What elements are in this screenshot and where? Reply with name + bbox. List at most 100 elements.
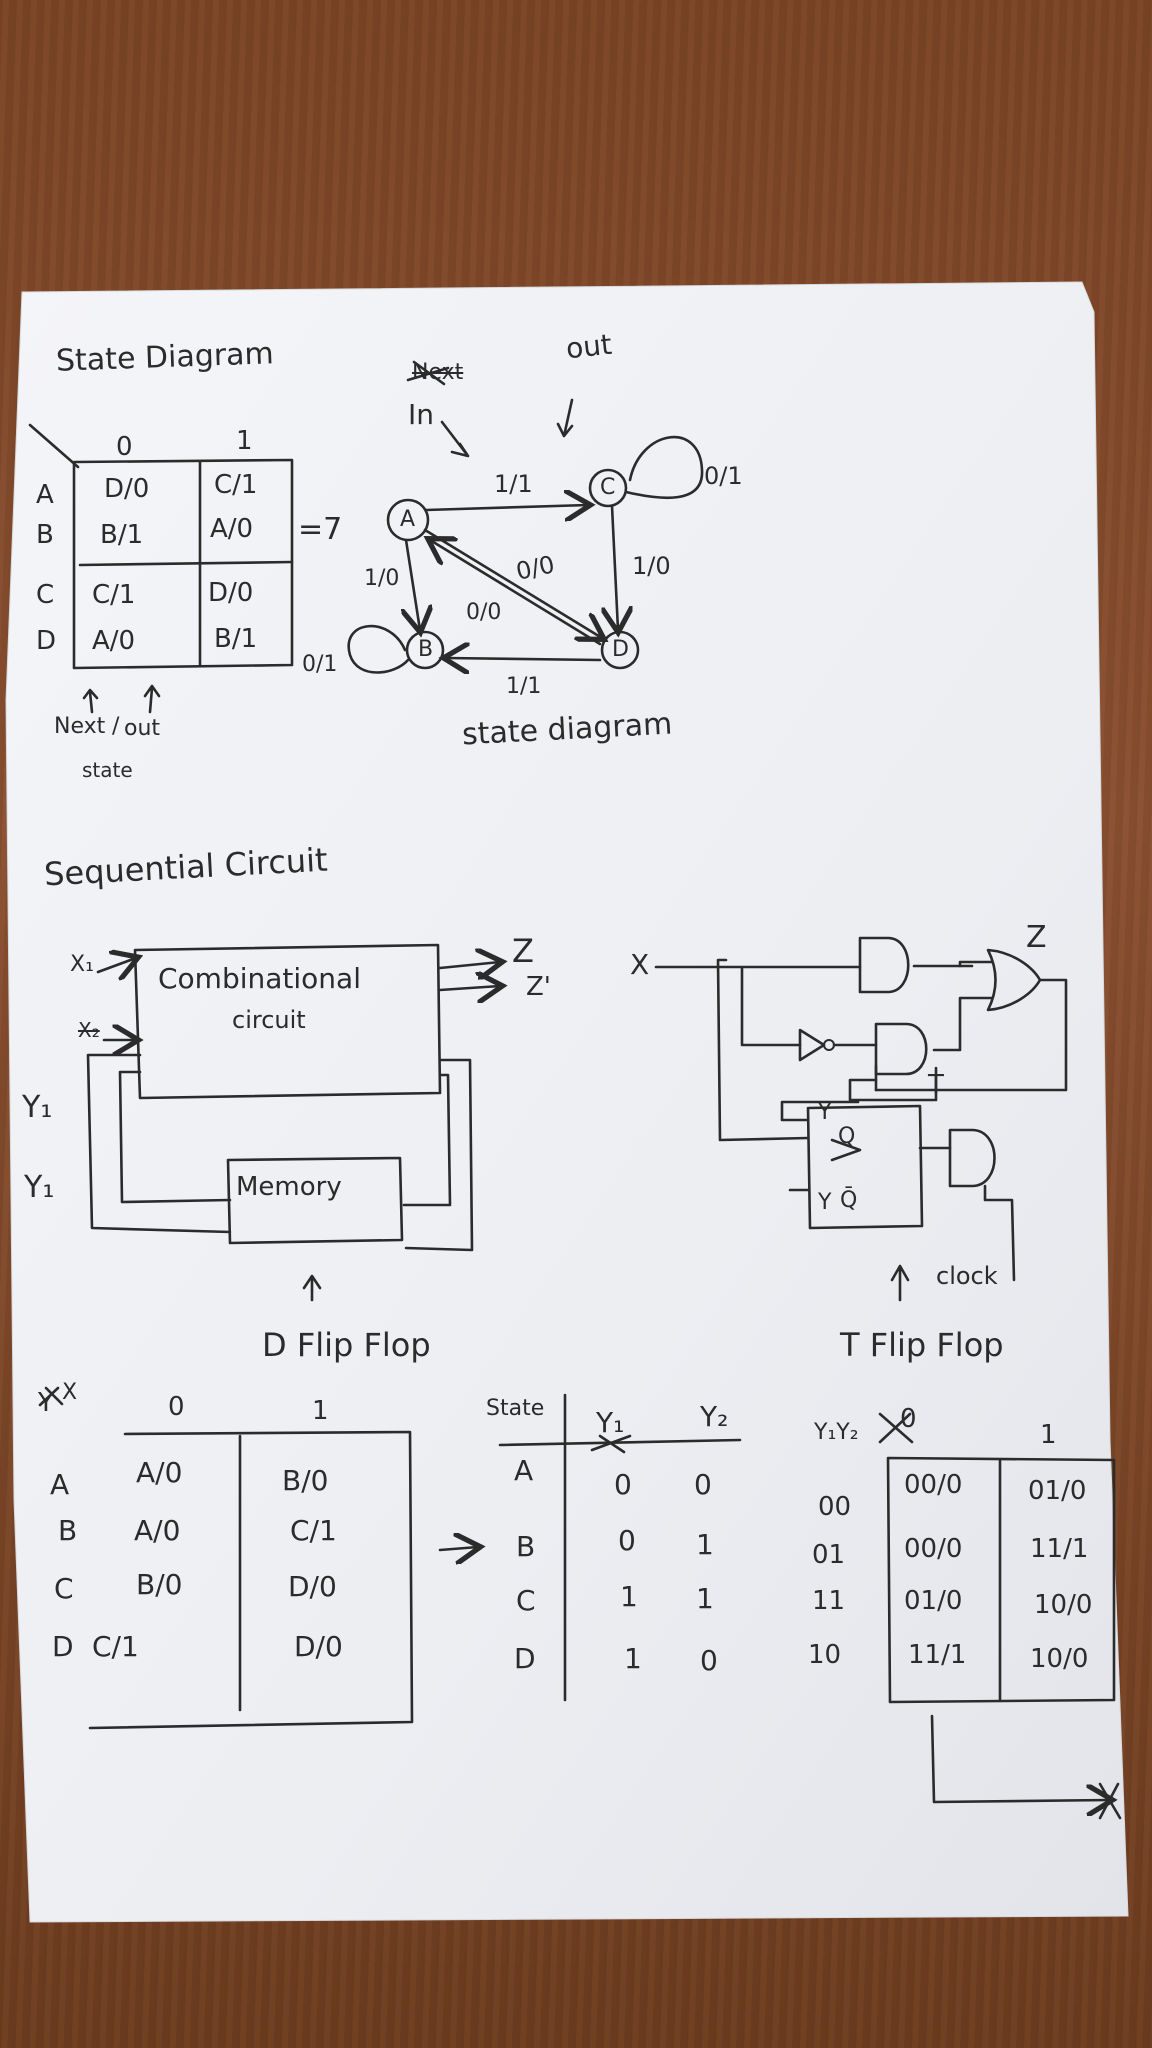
tff-label: T Flip Flop bbox=[840, 1326, 1004, 1364]
table2-lines bbox=[38, 1386, 414, 1730]
logic-output-z: Z bbox=[1026, 920, 1047, 955]
state-label: B bbox=[58, 1514, 78, 1547]
col-0-header: 0 bbox=[116, 432, 133, 462]
state-label: A bbox=[514, 1454, 534, 1487]
table-cell: C/1 bbox=[92, 580, 136, 610]
table-cell: B/0 bbox=[136, 1568, 183, 1601]
y1-value: 1 bbox=[624, 1642, 642, 1675]
state-diagram-lines bbox=[347, 360, 704, 673]
table-cell: C/1 bbox=[290, 1514, 337, 1547]
ttable-lines bbox=[878, 1412, 1122, 1820]
state-label: C bbox=[54, 1572, 74, 1605]
ff-q-label: Q bbox=[838, 1124, 856, 1149]
state-label: C bbox=[516, 1584, 536, 1617]
logic-input-x: X bbox=[630, 948, 650, 981]
y1-value: 1 bbox=[620, 1580, 638, 1613]
y2-value: 0 bbox=[700, 1644, 718, 1677]
assign-head-y1: Y₁ bbox=[596, 1406, 625, 1439]
foot-out: out bbox=[124, 716, 161, 741]
ff-y-label: Y bbox=[818, 1190, 832, 1215]
state-label: B bbox=[36, 520, 54, 550]
state-label: D bbox=[36, 626, 57, 656]
edge-label: 0/1 bbox=[704, 462, 743, 490]
input-x2: X₂ bbox=[78, 1018, 100, 1042]
table-cell: A/0 bbox=[92, 626, 136, 656]
y1-value: 0 bbox=[618, 1524, 636, 1557]
foot-next: Next bbox=[54, 714, 106, 739]
table-cell: D/0 bbox=[208, 578, 254, 608]
table-cell: 01/0 bbox=[1028, 1476, 1087, 1506]
implies-arrow: =7 bbox=[298, 512, 343, 547]
table-cell: D/0 bbox=[294, 1630, 343, 1663]
node-d: D bbox=[612, 637, 629, 662]
table-cell: 00/0 bbox=[904, 1534, 963, 1564]
assign-head-y2: Y₂ bbox=[700, 1400, 729, 1433]
ff-y-label: Y bbox=[818, 1100, 832, 1125]
assign-head-state: State bbox=[486, 1396, 545, 1421]
logic-t-label: T bbox=[928, 1070, 944, 1100]
comb-label-2: circuit bbox=[232, 1006, 306, 1034]
state-label: D bbox=[52, 1630, 74, 1663]
clock-label: clock bbox=[936, 1262, 998, 1290]
crossed-next: Next bbox=[412, 360, 464, 385]
input-x1: X₁ bbox=[70, 952, 94, 977]
table-cell: D/0 bbox=[288, 1570, 337, 1603]
output-z2: Z' bbox=[526, 972, 551, 1002]
table-cell: B/0 bbox=[282, 1464, 329, 1497]
state-var-y1: Y₁ bbox=[22, 1090, 53, 1125]
table2-col-1: 1 bbox=[312, 1396, 329, 1426]
sequential-block-lines bbox=[86, 943, 500, 1302]
state-label: B bbox=[516, 1530, 536, 1563]
table-cell: 00/0 bbox=[904, 1470, 963, 1500]
table-cell: B/1 bbox=[214, 624, 258, 654]
comb-label: Combinational bbox=[158, 962, 361, 995]
table-cell: A/0 bbox=[210, 514, 254, 544]
state-label: A bbox=[36, 480, 54, 510]
table-cell: 01/0 bbox=[904, 1586, 963, 1616]
edge-label: 1/0 bbox=[364, 566, 400, 591]
logic-circuit-lines bbox=[654, 936, 1068, 1302]
edge-label: 1/1 bbox=[494, 470, 533, 498]
row-code: 01 bbox=[812, 1540, 846, 1570]
ff-qbar-label: Q̄ bbox=[840, 1188, 858, 1213]
table-cell: A/0 bbox=[136, 1456, 183, 1489]
label-out: out bbox=[564, 327, 614, 366]
node-a: A bbox=[400, 507, 416, 532]
table-cell: 11/1 bbox=[908, 1640, 967, 1670]
row-code: 00 bbox=[818, 1492, 852, 1522]
ttable-col-0: 0 bbox=[900, 1404, 917, 1434]
table-cell: B/1 bbox=[100, 520, 144, 550]
table-cell: 10/0 bbox=[1030, 1644, 1089, 1674]
row-code: 11 bbox=[812, 1586, 846, 1616]
edge-label: 1/1 bbox=[506, 674, 542, 699]
table-cell: A/0 bbox=[134, 1514, 181, 1547]
state-var-y2: Y₁ bbox=[24, 1170, 55, 1205]
table2-corner-x: X bbox=[62, 1380, 78, 1405]
state-table-lines bbox=[28, 423, 294, 714]
col-1-header: 1 bbox=[236, 426, 253, 456]
state-label: A bbox=[50, 1468, 70, 1501]
output-z: Z bbox=[512, 932, 534, 970]
state-label: C bbox=[36, 580, 55, 610]
table2-corner-y: Y bbox=[38, 1388, 54, 1418]
table-cell: C/1 bbox=[214, 470, 258, 500]
assign-table-lines bbox=[438, 1393, 742, 1702]
row-code: 10 bbox=[808, 1640, 842, 1670]
foot-slash: / bbox=[112, 714, 120, 739]
edge-label: 0/0 bbox=[466, 600, 502, 625]
edge-label: 1/0 bbox=[632, 552, 671, 580]
ttable-corner: Y₁Y₂ bbox=[814, 1420, 859, 1445]
dff-label: D Flip Flop bbox=[262, 1326, 431, 1364]
y2-value: 1 bbox=[696, 1528, 714, 1561]
table2-col-0: 0 bbox=[168, 1392, 185, 1422]
label-in: In bbox=[408, 398, 435, 431]
table-cell: 11/1 bbox=[1030, 1534, 1089, 1564]
edge-label: 0/1 bbox=[302, 652, 338, 677]
node-c: C bbox=[600, 475, 616, 500]
node-b: B bbox=[418, 637, 434, 662]
y1-value: 0 bbox=[614, 1468, 632, 1501]
foot-state: state bbox=[82, 758, 133, 782]
table-cell: 10/0 bbox=[1034, 1590, 1093, 1620]
table-cell: D/0 bbox=[104, 474, 150, 504]
